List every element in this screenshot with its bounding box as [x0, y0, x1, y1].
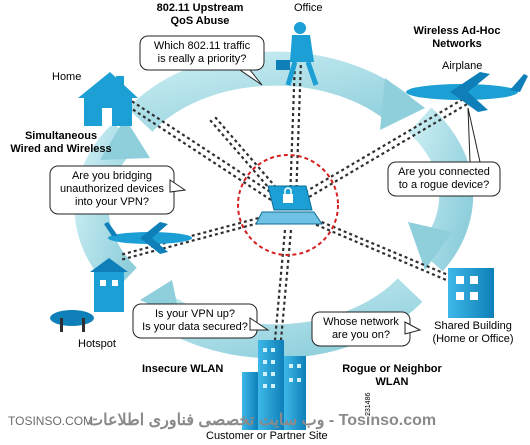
rogue-wlan-label: Rogue or Neighbor WLAN [342, 363, 442, 388]
airplane-label: Airplane [442, 60, 483, 72]
hotspot-icon [50, 258, 128, 332]
customer-site-buildings-icon [242, 340, 306, 430]
home-label: Home [52, 71, 82, 83]
watermark-left: TOSINSO.COM [8, 414, 94, 428]
small-airplane-icon [104, 222, 192, 254]
bubble-vpn: Is your VPN up? Is your data secured? [142, 308, 248, 333]
adhoc-label: Wireless Ad-Hoc Networks [413, 25, 501, 50]
home-icon [78, 72, 138, 126]
bubble-neighbor: Whose network are you on? [323, 316, 399, 341]
office-label: Office [294, 2, 323, 14]
padlock-icon [283, 194, 293, 203]
ring-arrowhead [380, 78, 425, 130]
ring-arrowhead [408, 222, 452, 270]
hotspot-label: Hotspot [78, 338, 116, 350]
office-worker-icon [276, 22, 319, 86]
bubble-rogue-shape [387, 161, 501, 197]
insecure-wlan-label: Insecure WLAN [142, 363, 224, 375]
airplane-icon [406, 72, 528, 112]
bubble-qos: Which 802.11 traffic is really a priorit… [153, 40, 251, 65]
watermark-right: وب سایت تخصصی فناوری اطلاعات - Tosinso.c… [88, 412, 437, 429]
upstream-abuse-label: 802.11 Upstream QoS Abuse [156, 2, 244, 27]
callout-bubbles [49, 35, 501, 347]
secure-zone-ring [237, 154, 339, 256]
bubble-bridging: Are you bridging unauthorized devices in… [60, 170, 164, 208]
bubble-vpn-shape [132, 303, 258, 339]
central-laptop [237, 154, 339, 256]
bubble-rogue: Are you connected to a rogue device? [398, 166, 490, 191]
simultaneous-label: Simultaneous Wired and Wireless [10, 130, 112, 155]
customer-site-label: Customer or Partner Site [206, 430, 328, 442]
bubble-qos-shape [139, 35, 265, 71]
shared-building-label: Shared Building (Home or Office) [432, 320, 514, 345]
shared-building-icon [448, 268, 494, 318]
ring-arrowhead [100, 118, 150, 160]
